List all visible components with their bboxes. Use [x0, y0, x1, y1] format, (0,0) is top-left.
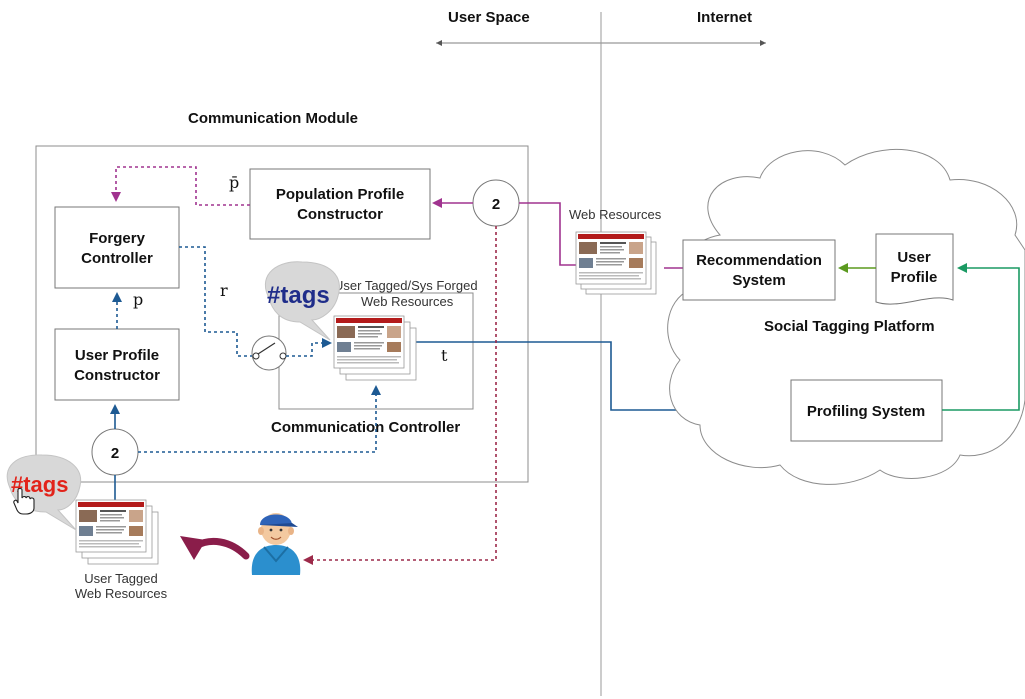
bottom-node-circle: 2	[91, 428, 139, 476]
profiling-system-label: Profiling System	[807, 403, 925, 420]
communication-controller-title: Communication Controller	[271, 419, 460, 436]
flow-web-resources-to-circle	[519, 202, 580, 266]
tagged-forged-label-line1: User Tagged/Sys Forged	[334, 278, 478, 293]
profiling-system-box: Profiling System	[790, 379, 943, 442]
top-node-circle: 2	[472, 179, 520, 227]
user-tagged-label-line1: User Tagged	[84, 571, 157, 586]
web-resources-stack	[575, 231, 657, 295]
tags-blue-text: #tags	[267, 282, 330, 309]
user-tagged-resources-stack	[75, 499, 159, 565]
internet-header: Internet	[697, 9, 752, 26]
recommendation-line1: Recommendation	[696, 252, 822, 269]
web-resources-label: Web Resources	[569, 207, 662, 222]
population-profile-line2: Constructor	[297, 206, 383, 223]
user-avatar-icon	[251, 513, 301, 575]
label-p-bar: p̄	[229, 173, 239, 192]
user-profile-constructor-line2: Constructor	[74, 367, 160, 384]
switch-icon	[251, 335, 287, 371]
user-profile-constructor-box: User Profile Constructor	[54, 328, 180, 401]
recommendation-line2: System	[732, 272, 785, 289]
flow-population-to-forgery	[111, 166, 250, 206]
forgery-controller-line2: Controller	[81, 250, 153, 267]
label-t: t	[441, 346, 448, 365]
population-profile-constructor-box: Population Profile Constructor	[249, 168, 431, 240]
social-tagging-platform-title: Social Tagging Platform	[764, 318, 935, 335]
user-profile-line2: Profile	[891, 269, 938, 286]
tags-bubble-blue: #tags	[264, 261, 340, 341]
user-profile-box: User Profile	[875, 233, 954, 305]
label-r: r	[220, 281, 228, 300]
curved-arrow-user-to-resources	[180, 536, 250, 560]
flow-switch-to-resources	[286, 338, 332, 357]
user-profile-line1: User	[897, 249, 931, 266]
forgery-controller-line1: Forgery	[89, 230, 146, 247]
flow-circle-to-comm-controller	[138, 385, 381, 453]
user-tagged-label-line2: Web Resources	[75, 586, 168, 601]
flow-profiling-to-user-profile	[942, 263, 1020, 411]
forgery-controller-box: Forgery Controller	[54, 206, 180, 289]
flow-forgery-to-switch	[179, 246, 252, 357]
recommendation-system-box: Recommendation System	[682, 239, 836, 301]
svg-text:2: 2	[111, 445, 119, 462]
tagged-forged-label-line2: Web Resources	[361, 294, 454, 309]
tagged-forged-resources-stack	[333, 315, 417, 381]
label-p: p	[133, 290, 143, 309]
user-space-header: User Space	[448, 9, 530, 26]
communication-module-frame	[35, 145, 529, 483]
user-profile-constructor-line1: User Profile	[75, 347, 159, 364]
svg-text:2: 2	[492, 196, 500, 213]
population-profile-line1: Population Profile	[276, 186, 404, 203]
communication-module-title: Communication Module	[188, 110, 358, 127]
hand-cursor-icon	[13, 487, 35, 515]
